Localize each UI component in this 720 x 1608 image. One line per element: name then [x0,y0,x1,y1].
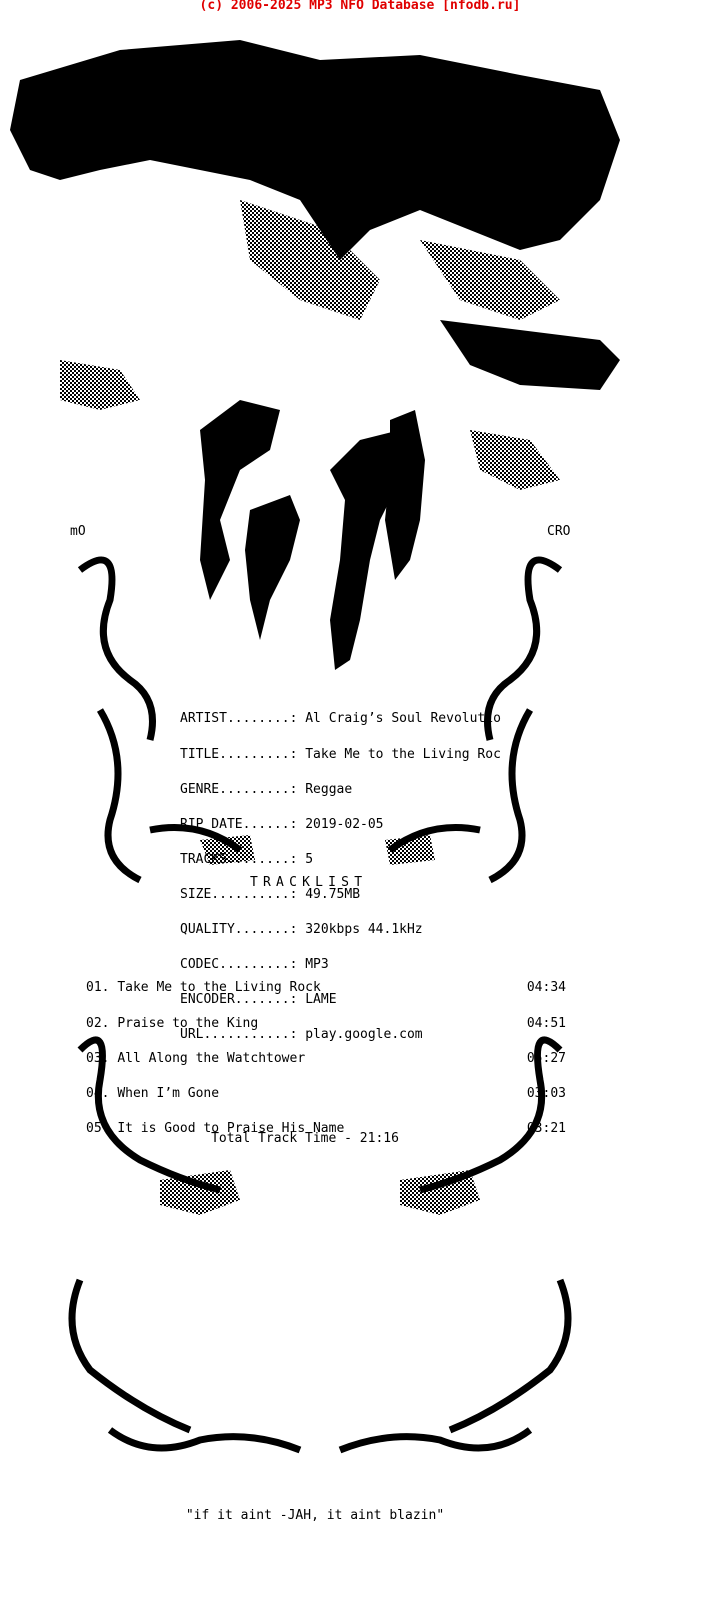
info-row-codec: CODEC.........: MP3 [180,957,329,973]
dither-shading [60,200,560,490]
release-info: ARTIST........: Al Craig’s Soul Revoluti… [180,690,501,1053]
top-figure-art [10,40,620,670]
tracklist-heading: TRACKLIST [250,875,368,890]
info-row-artist: ARTIST........: Al Craig’s Soul Revoluti… [180,711,501,727]
footer-quote: "if it aint -JAH, it aint blazin" [185,1508,445,1523]
info-row-quality: QUALITY.......: 320kbps 44.1kHz [180,921,423,937]
total-track-time: Total Track Time - 21:16 [211,1131,399,1146]
info-row-rip-date: RIP DATE......: 2019-02-05 [180,816,384,832]
info-row-genre: GENRE.........: Reggae [180,781,353,797]
info-row-tracks: TRACKS........: 5 [180,851,314,867]
info-row-url: URL...........: play.google.com [180,1027,423,1043]
info-row-title: TITLE.........: Take Me to the Living Ro… [180,746,501,762]
site-header-link[interactable]: (c) 2006-2025 MP3 NFO Database [nfodb.ru… [199,0,521,13]
signature-right: CRO [547,524,571,539]
signature-left: mO [70,524,86,539]
info-row-encoder: ENCODER.......: LAME [180,992,337,1008]
swirl-dither [160,835,480,1215]
info-row-size: SIZE..........: 49.75MB [180,886,361,902]
